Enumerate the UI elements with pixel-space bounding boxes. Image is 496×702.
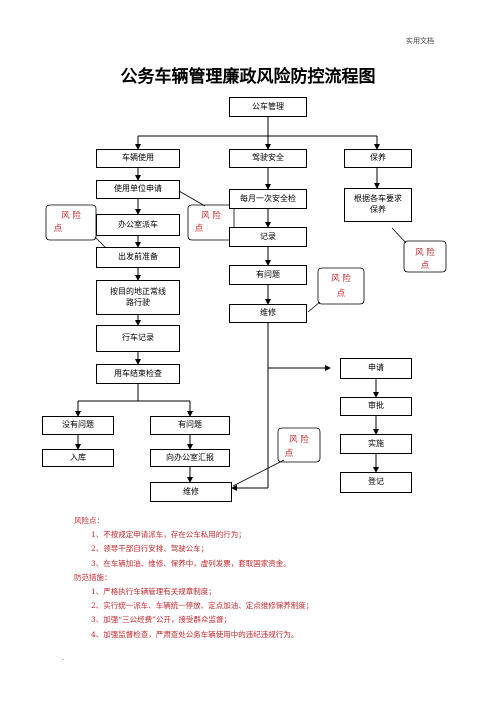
risk-label: 点 <box>285 449 294 459</box>
box-driving-safety: 驾驶安全 <box>229 149 307 168</box>
box-vehicle-usage: 车辆使用 <box>96 149 180 168</box>
box-has-issue: 有问题 <box>150 416 230 435</box>
header-note: 实用文档 <box>406 37 434 45</box>
measures-title: 防范措施： <box>74 572 112 582</box>
box-problem: 有问题 <box>229 265 307 285</box>
risk-label: 风 险 <box>201 210 221 221</box>
risk-label: 点 <box>421 261 430 271</box>
risk-callout-repair-left: 风 险 点 <box>232 427 321 487</box>
box-pre-departure: 出发前准备 <box>96 247 180 268</box>
box-no-issue: 没有问题 <box>42 416 114 435</box>
box-repair-mid: 维修 <box>229 304 307 323</box>
box-implement: 实施 <box>340 434 412 454</box>
risk-point-item: 1、不按规定申请派车，存在公车私用的行为； <box>91 530 246 540</box>
measure-item: 4、加强监督检查，严肃查处公务车辆使用中的违纪违规行为。 <box>91 629 299 639</box>
box-monthly-check: 每月一次安全检 <box>229 189 307 209</box>
notes-section: 风险点： 1、不按规定申请派车，存在公车私用的行为； 2、领导干部自行安排、驾驶… <box>74 514 313 642</box>
page-title: 公务车辆管理廉政风险防控流程图 <box>120 67 376 87</box>
box-record: 记录 <box>229 227 307 247</box>
box-store: 入库 <box>42 449 114 467</box>
risk-callout-dispatch: 风 险 点 <box>45 204 111 253</box>
risk-label: 点 <box>54 224 63 234</box>
risk-label: 风 险 <box>289 434 309 445</box>
risk-label: 风 险 <box>331 273 351 284</box>
footer-mark: . <box>62 654 65 662</box>
risk-callout-maintenance: 风 险 点 <box>391 227 447 273</box>
risk-label: 风 险 <box>415 247 435 258</box>
risk-point-item: 2、领导干部自行安排、驾驶公车； <box>91 544 209 554</box>
box-root: 公车管理 <box>229 97 307 117</box>
risk-label: 点 <box>337 289 346 299</box>
measure-item: 3、加强“三公经费”公开，接受群众监督； <box>91 615 231 625</box>
box-driving-log: 行车记录 <box>96 325 180 352</box>
box-approve: 审批 <box>340 397 412 416</box>
box-request: 申请 <box>340 358 412 379</box>
box-unit-apply: 使用单位申请 <box>96 180 180 199</box>
risk-points-title: 风险点： <box>74 516 104 525</box>
risk-callout-repair-mid: 风 险 点 <box>307 267 365 313</box>
box-register: 登记 <box>340 472 412 493</box>
box-office-dispatch: 办公室派车 <box>96 214 180 236</box>
box-per-requirement: 根据各车要求 保养 <box>344 188 412 222</box>
box-route-driving: 按目的地正常线 路行驶 <box>96 280 180 315</box>
box-maintenance: 保养 <box>344 149 412 168</box>
box-end-inspection: 用车结束检查 <box>96 364 180 384</box>
risk-callout-apply: 风 险 点 <box>178 190 235 241</box>
box-repair-left: 维修 <box>150 482 232 502</box>
box-report-office: 向办公室汇报 <box>150 449 230 467</box>
measure-item: 1、严格执行车辆管理有关规章制度； <box>91 587 216 597</box>
measure-item: 2、实行统一派车、车辆统一停放、定点加油、定点维修保养制度； <box>91 601 314 611</box>
risk-label: 点 <box>195 224 204 234</box>
risk-point-item: 3、在车辆加油、维修、保养中，虚列发票，套取国家资金。 <box>91 558 291 568</box>
risk-label: 风 险 <box>61 210 81 221</box>
